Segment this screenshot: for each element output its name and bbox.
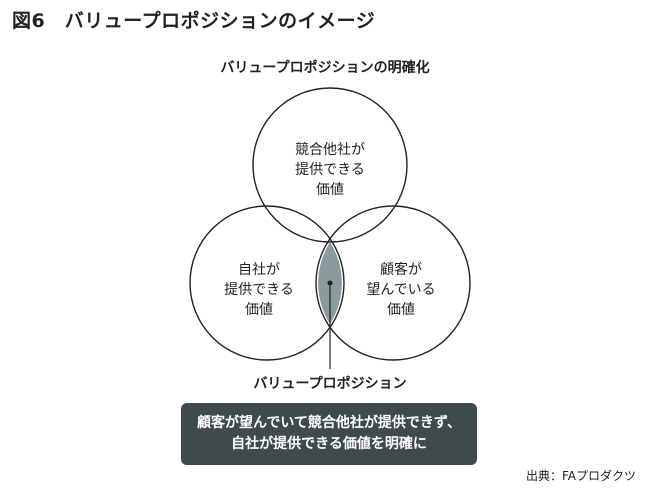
customer-value-circle	[315, 205, 471, 361]
figure-title: 図6 バリュープロポジションのイメージ	[12, 10, 376, 32]
competitor-value-label: 競合他社が 提供できる 価値	[295, 142, 365, 198]
own-value-label: 自社が 提供できる 価値	[224, 262, 294, 318]
diagram-subtitle: バリュープロポジションの明確化	[220, 60, 430, 76]
message-line-1: 顧客が望んでいて競合他社が提供できず、	[197, 415, 461, 431]
own-value-circle	[189, 205, 345, 361]
competitor-value-circle	[252, 87, 408, 243]
message-box: 顧客が望んでいて競合他社が提供できず、 自社が提供できる価値を明確に	[181, 403, 477, 465]
message-line-2: 自社が提供できる価値を明確に	[231, 436, 427, 452]
value-proposition-label: バリュープロポジション	[253, 376, 407, 392]
customer-value-label: 顧客が 望んでいる 価値	[366, 262, 436, 318]
source-credit: 出典：FAプロダクツ	[525, 469, 636, 483]
